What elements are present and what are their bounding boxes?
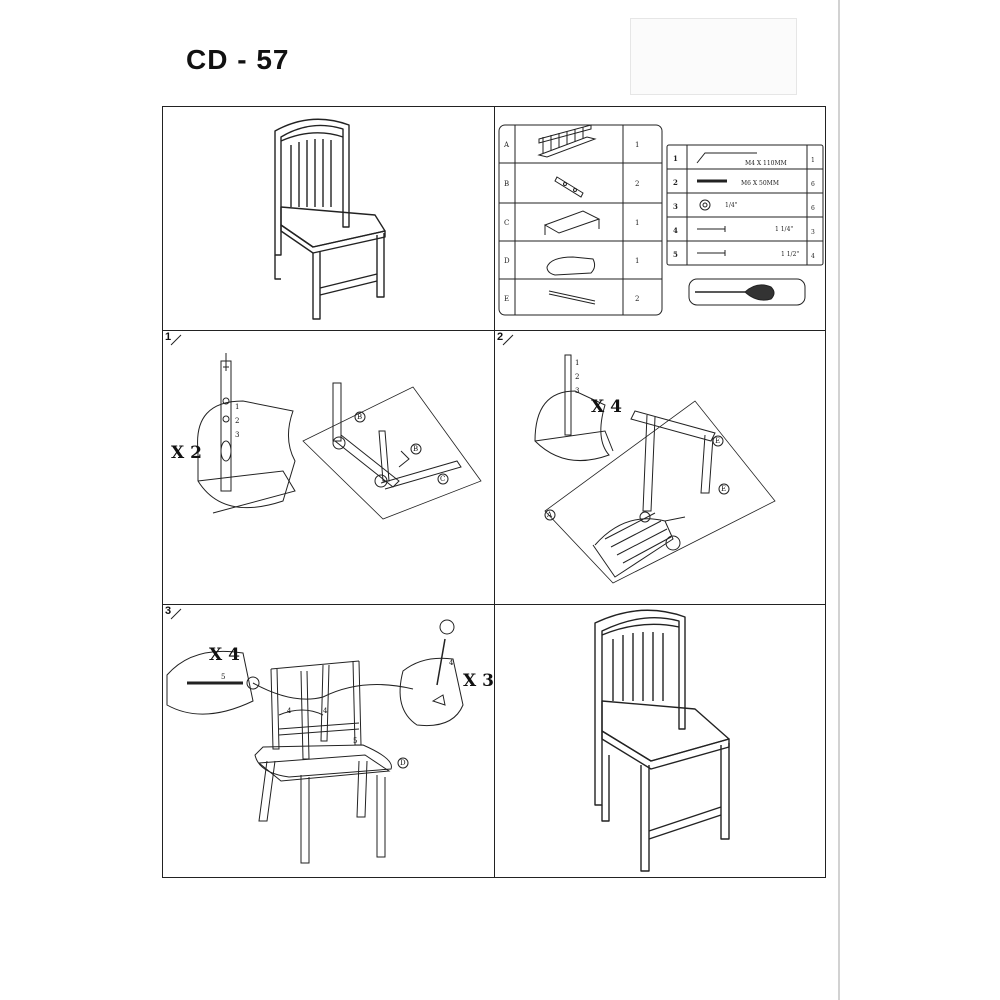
hardware-callout: 1 bbox=[235, 403, 240, 411]
page-margin-line bbox=[838, 0, 840, 1000]
hardware-size: 1 1/4" bbox=[775, 226, 793, 233]
quantity-multiplier: X 4 bbox=[591, 397, 622, 417]
part-letter: A bbox=[503, 141, 510, 149]
part-callout: B bbox=[357, 413, 363, 421]
quantity-multiplier: X 4 bbox=[209, 645, 240, 665]
part-letter: B bbox=[504, 180, 509, 188]
hardware-qty: 6 bbox=[811, 205, 815, 212]
part-qty: 2 bbox=[635, 180, 639, 188]
part-qty: 1 bbox=[635, 257, 639, 265]
hardware-callout: 2 bbox=[575, 373, 580, 381]
hardware-size: M6 X 50MM bbox=[741, 180, 779, 187]
hardware-qty: 3 bbox=[811, 229, 815, 236]
hardware-number: 4 bbox=[673, 226, 678, 235]
part-callout: A bbox=[547, 511, 553, 519]
hardware-number: 3 bbox=[673, 202, 678, 211]
step-number: 2 bbox=[497, 331, 504, 343]
part-callout: E bbox=[721, 485, 727, 493]
hardware-number: 2 bbox=[673, 178, 678, 187]
part-callout: E bbox=[715, 437, 721, 445]
frame-callout: 4 bbox=[323, 707, 328, 715]
hardware-size: 1 1/2" bbox=[781, 251, 799, 258]
step-number: 1 bbox=[165, 331, 172, 343]
part-callout: B bbox=[413, 445, 419, 453]
page-title: CD - 57 bbox=[186, 44, 290, 75]
hardware-callout: 3 bbox=[575, 387, 580, 395]
chair-overview-illustration bbox=[274, 118, 386, 320]
hardware-callout: 4 bbox=[449, 659, 454, 667]
hardware-number: 5 bbox=[673, 250, 678, 259]
quantity-multiplier: X 2 bbox=[171, 443, 202, 463]
finished-chair-illustration bbox=[594, 609, 730, 872]
step-2-panel: 2 X 4 1 2 3 E E A bbox=[495, 331, 826, 605]
hardware-callout: 5 bbox=[221, 673, 226, 681]
frame-callout: 5 bbox=[353, 737, 358, 745]
hardware-callout: 2 bbox=[235, 417, 240, 425]
hardware-qty: 1 bbox=[811, 157, 815, 164]
part-letter: E bbox=[504, 295, 509, 303]
part-qty: 1 bbox=[635, 219, 639, 227]
part-callout: D bbox=[400, 759, 406, 767]
instruction-grid: A B C D E 1 2 1 1 2 1 2 3 4 5 M4 X 110MM… bbox=[162, 106, 826, 878]
part-qty: 2 bbox=[635, 295, 639, 303]
step-1-panel: 1 X 2 1 2 3 B B C bbox=[163, 331, 495, 605]
step-3-illustration bbox=[166, 608, 464, 864]
chair-overview-panel bbox=[163, 107, 495, 331]
part-callout: C bbox=[440, 475, 446, 483]
quantity-multiplier: X 3 bbox=[463, 671, 494, 691]
hardware-size: M4 X 110MM bbox=[745, 160, 787, 167]
hardware-callout: 1 bbox=[575, 359, 580, 367]
step-3-panel: 3 X 4 X 3 5 4 bbox=[163, 605, 495, 877]
finished-chair-panel bbox=[495, 605, 826, 877]
step-1-illustration bbox=[170, 334, 482, 520]
hardware-qty: 6 bbox=[811, 181, 815, 188]
hardware-size: 1/4" bbox=[725, 202, 738, 209]
part-qty: 1 bbox=[635, 141, 639, 149]
hardware-callout: 3 bbox=[235, 431, 240, 439]
step-number: 3 bbox=[165, 605, 172, 617]
parts-list-panel: A B C D E 1 2 1 1 2 1 2 3 4 5 M4 X 110MM… bbox=[495, 107, 826, 331]
part-letter: D bbox=[504, 257, 510, 265]
part-letter: C bbox=[504, 219, 509, 227]
faded-stamp bbox=[630, 18, 797, 95]
step-2-illustration bbox=[502, 334, 776, 584]
parts-list-illustration: A B C D E 1 2 1 1 2 1 2 3 4 5 M4 X 110MM… bbox=[498, 124, 824, 316]
hardware-number: 1 bbox=[673, 154, 678, 163]
hardware-qty: 4 bbox=[811, 253, 815, 260]
frame-callout: 4 bbox=[287, 707, 292, 715]
